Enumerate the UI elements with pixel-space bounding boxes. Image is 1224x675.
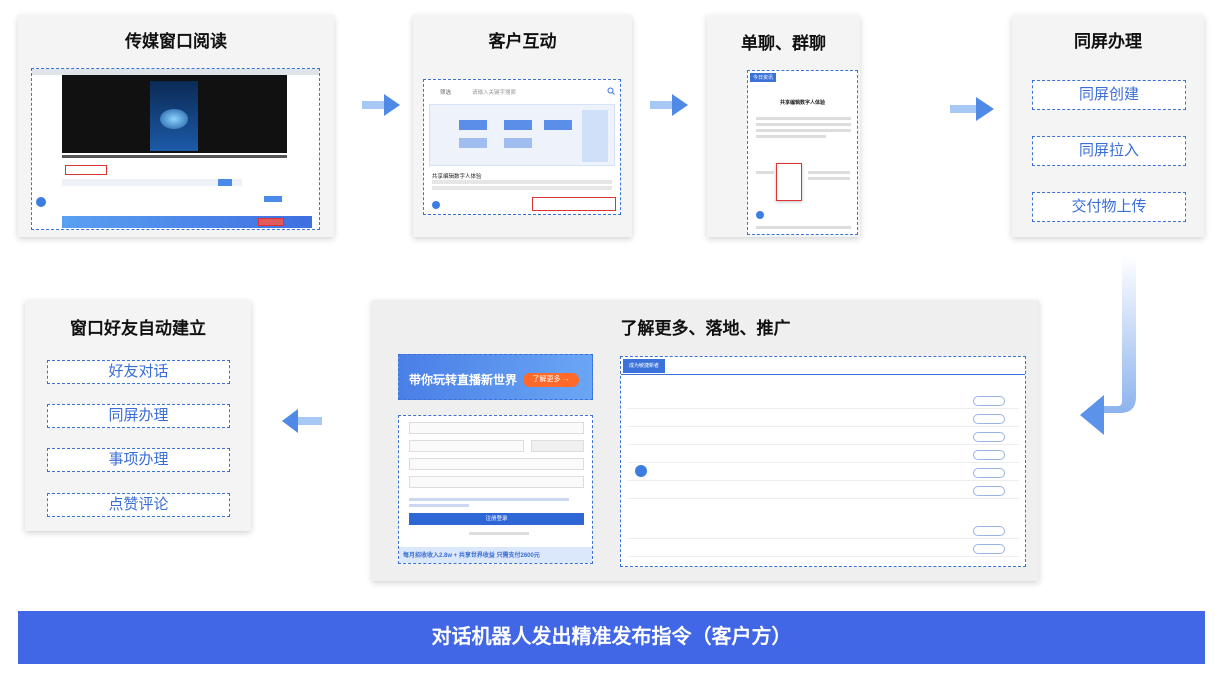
search-icon <box>607 87 615 95</box>
arrow-right-icon <box>650 94 688 116</box>
step-title: 了解更多、落地、推广 <box>620 319 791 338</box>
step-card-media-reading: 传媒窗口阅读 <box>18 15 334 237</box>
step-title: 同屏办理 <box>1074 32 1142 51</box>
table-row <box>627 411 1019 427</box>
table-row <box>627 523 1019 539</box>
income-footer: 每月招收收入2.8w + 共享世界收益 只需支付2600元 <box>399 547 592 563</box>
promo-banner: 带你玩转直播新世界 了解更多 → <box>398 354 593 400</box>
like-comment: 点赞评论 <box>47 493 230 517</box>
filter-label: 筛选 <box>440 90 452 96</box>
register-submit-button[interactable]: 注册登录 <box>409 513 584 525</box>
search-placeholder: 请输入关键字搜索 <box>472 90 517 96</box>
register-form: 注册登录 每月招收收入2.8w + 共享世界收益 只需支付2600元 <box>398 415 593 564</box>
news-tab: 今日资讯 <box>750 73 777 82</box>
same-screen-pull: 同屏拉入 <box>1032 136 1186 166</box>
step-title: 单聊、群聊 <box>741 34 826 53</box>
table-tab: 成为敏捷新者 <box>623 359 666 373</box>
media-reading-screenshot <box>31 68 320 230</box>
step-card-learn-more: 了解更多、落地、推广 带你玩转直播新世界 了解更多 → 注册登录 每月招收收入2… <box>372 300 1039 581</box>
chat-screenshot: 今日资讯 共享编辑数字人体验 <box>747 70 858 235</box>
bot-instruction-bar: 对话机器人发出精准发布指令（客户方） <box>18 611 1205 664</box>
rank-table: 成为敏捷新者 <box>620 356 1026 567</box>
step-card-chat: 单聊、群聊 今日资讯 共享编辑数字人体验 <box>707 15 860 237</box>
arrow-right-icon <box>950 97 994 121</box>
banner-headline: 带你玩转直播新世界 <box>409 373 518 387</box>
arrow-right-icon <box>362 94 400 116</box>
step-card-auto-friend: 窗口好友自动建立 好友对话 同屏办理 事项办理 点赞评论 <box>25 300 251 531</box>
same-screen-handle: 同屏办理 <box>47 404 230 428</box>
curved-arrow-icon <box>1080 255 1136 435</box>
learn-more-button[interactable]: 了解更多 → <box>523 373 579 387</box>
step-card-same-screen: 同屏办理 同屏创建 同屏拉入 交付物上传 <box>1012 15 1204 237</box>
same-screen-create: 同屏创建 <box>1032 80 1186 110</box>
arrow-left-icon <box>282 409 322 433</box>
friend-chat: 好友对话 <box>47 360 230 384</box>
step-title: 窗口好友自动建立 <box>70 319 206 338</box>
post-title: 共享编辑数字人体验 <box>432 174 482 180</box>
table-row <box>627 393 1019 409</box>
table-row <box>627 429 1019 445</box>
matter-handle: 事项办理 <box>47 448 230 472</box>
step-title: 传媒窗口阅读 <box>125 32 227 51</box>
step-title: 客户互动 <box>488 32 557 51</box>
step-card-customer-interaction: 客户互动 筛选 请输入关键字搜索 共享编辑数字人体验 <box>413 15 632 237</box>
deliverable-upload: 交付物上传 <box>1032 192 1186 222</box>
table-row <box>627 465 1019 481</box>
table-row <box>627 541 1019 557</box>
doc-title: 共享编辑数字人体验 <box>780 100 826 106</box>
table-row <box>627 447 1019 463</box>
table-row <box>627 483 1019 499</box>
customer-interaction-screenshot: 筛选 请输入关键字搜索 共享编辑数字人体验 <box>423 79 621 215</box>
